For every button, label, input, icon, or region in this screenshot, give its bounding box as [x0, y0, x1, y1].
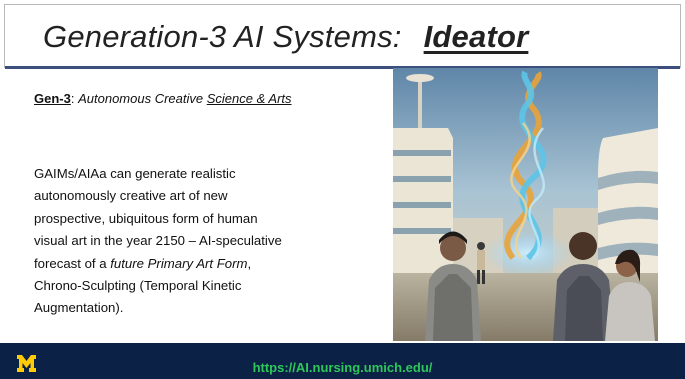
body-line: GAIMs/AIAa can generate realistic	[34, 166, 236, 181]
title-underline-rule	[5, 66, 680, 69]
subtitle: Gen-3: Autonomous Creative Science & Art…	[34, 91, 292, 106]
body-paragraph: GAIMs/AIAa can generate realistic autono…	[34, 163, 384, 320]
subtitle-desc-text: Autonomous Creative	[78, 91, 204, 106]
slide-title: Generation-3 AI Systems: Ideator	[43, 19, 528, 55]
body-line: autonomously creative art of new	[34, 188, 228, 204]
title-middle: AI Systems:	[234, 19, 402, 54]
ai-generated-art-image	[393, 68, 658, 341]
subtitle-separator: :	[70, 91, 75, 106]
title-box: Generation-3 AI Systems: Ideator	[4, 4, 681, 69]
body-line: Augmentation).	[34, 300, 124, 316]
footer-bar: https://AI.nursing.umich.edu/	[0, 343, 685, 379]
footer-url-link[interactable]: https://AI.nursing.umich.edu/	[252, 360, 433, 375]
subtitle-lead: Gen-3	[34, 91, 71, 106]
body-line: forecast of a	[34, 255, 107, 271]
body-line: Chrono-Sculpting (Temporal Kinetic	[34, 278, 242, 294]
body-line-italic: future Primary Art Form	[110, 255, 248, 271]
body-line: visual art in the year 2150 – AI-specula…	[34, 233, 282, 249]
subtitle-desc-underlined: Science & Arts	[206, 91, 292, 106]
body-line-comma: ,	[247, 255, 252, 271]
title-accent: Ideator	[423, 19, 529, 54]
university-m-logo-icon	[17, 355, 36, 372]
title-prefix: Generation-3	[43, 19, 227, 54]
body-line: prospective, ubiquitous form of human	[34, 210, 258, 226]
subtitle-description: Autonomous Creative Science & Arts	[78, 91, 291, 106]
